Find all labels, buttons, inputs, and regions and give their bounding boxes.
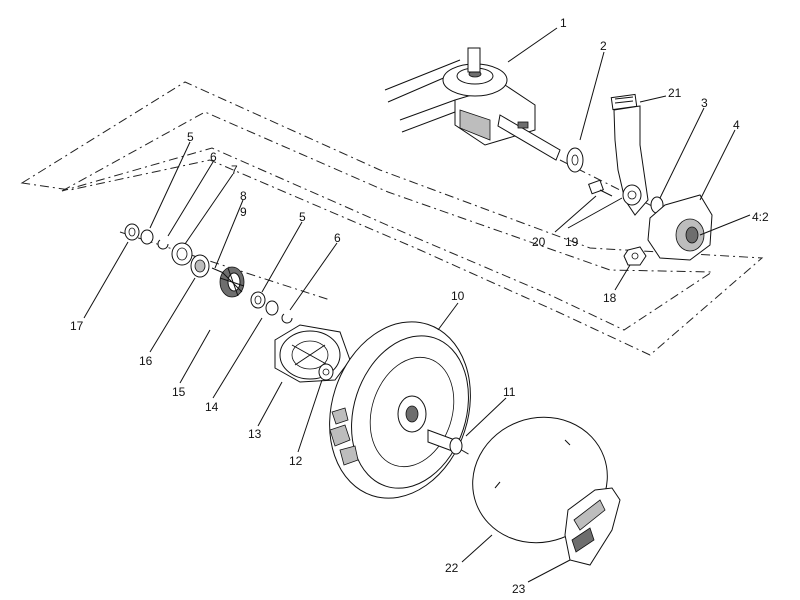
part-13-hub-cap — [274, 324, 351, 383]
callout-5a: 5 — [187, 130, 194, 144]
part-10-wheel — [329, 321, 471, 499]
callout-16: 16 — [139, 354, 153, 368]
assembly-boundary — [20, 81, 764, 356]
part-20-bolt — [588, 179, 613, 197]
part-4-housing — [647, 194, 713, 261]
transmission-assembly — [384, 47, 561, 161]
callout-17: 17 — [70, 319, 84, 333]
small-parts-left — [124, 223, 227, 278]
part-8-pinion-gear — [219, 266, 245, 298]
callout-6b: 6 — [334, 231, 341, 245]
part-2-washer — [566, 147, 584, 173]
callout-4-2: 4:2 — [752, 210, 769, 224]
part-11-axle-bolt — [427, 429, 463, 455]
callout-9: 9 — [240, 205, 247, 219]
callout-19: 19 — [565, 235, 579, 249]
part-12-washer — [318, 363, 334, 381]
part-23-height-adjuster — [564, 487, 621, 566]
callout-5b: 5 — [299, 210, 306, 224]
callout-18: 18 — [603, 291, 617, 305]
callout-10: 10 — [451, 289, 465, 303]
callout-8: 8 — [240, 189, 247, 203]
callout-7: 7 — [231, 163, 238, 177]
small-parts-right — [250, 291, 293, 324]
callout-14: 14 — [205, 400, 219, 414]
part-21-bracket — [610, 93, 649, 216]
callout-6a: 6 — [210, 150, 217, 164]
callout-20: 20 — [532, 235, 546, 249]
callout-4: 4 — [733, 118, 740, 132]
callout-1: 1 — [560, 16, 567, 30]
callout-15: 15 — [172, 385, 186, 399]
leader-lines — [83, 27, 751, 583]
callout-12: 12 — [289, 454, 303, 468]
callout-22: 22 — [445, 561, 459, 575]
callout-21: 21 — [668, 86, 682, 100]
callout-13: 13 — [248, 427, 262, 441]
callout-23: 23 — [512, 582, 526, 596]
part-18-nut — [623, 246, 647, 266]
callout-11: 11 — [503, 385, 516, 399]
callout-2: 2 — [600, 39, 607, 53]
callout-3: 3 — [701, 96, 708, 110]
